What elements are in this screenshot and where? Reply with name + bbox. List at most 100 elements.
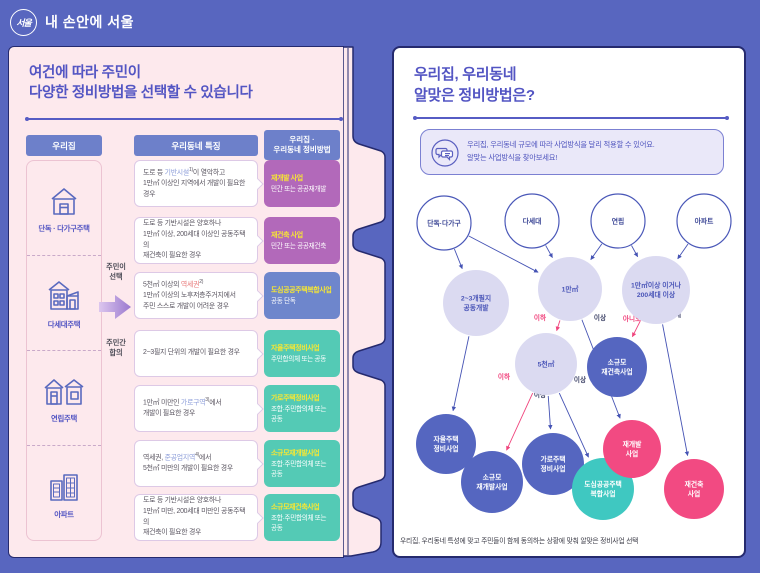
right-title-line1: 우리집, 우리동네	[414, 66, 517, 83]
flow-edge-dandok-to-pilji	[453, 248, 463, 270]
method-subtitle: 주민합의체 또는 공동	[271, 355, 326, 363]
right-title-rule	[413, 116, 729, 120]
select-arrow-icon	[97, 294, 133, 325]
flow-edge-label: 이하	[498, 372, 511, 381]
method-title: 도심공공주택복합사업	[271, 286, 332, 294]
connector-arrow-icon	[251, 511, 264, 524]
flow-edge-chun5-to-dosim	[558, 392, 589, 458]
right-panel: 우리집, 우리동네 알맞은 정비방법은? 우리집, 우리동네 규모에 따라 사업…	[392, 46, 746, 558]
flow-edge-man1plus-to-rebuild	[662, 324, 690, 457]
middle-note-text: 합의	[109, 348, 123, 358]
brand-title: 내 손안에 서울	[45, 14, 135, 30]
method-header-line1: 우리집 ·	[289, 134, 315, 144]
flow-edge-pilji-to-jayul	[451, 336, 470, 412]
tip-text: 우리집, 우리동네 규모에 따라 사업방식을 달리 적용할 수 있어요. 알맞는…	[467, 139, 655, 165]
flow-edge-apart-to-man1plus	[677, 243, 689, 260]
flow-node-label: 단독·다가구	[427, 218, 461, 227]
method-title: 재건축 사업	[271, 231, 303, 239]
middle-note-text: 주민간	[106, 338, 126, 347]
connector-arrow-icon	[251, 289, 264, 302]
seoul-logo-icon: 서울	[10, 8, 37, 36]
home-type-label: 아파트	[54, 509, 74, 519]
connector-arrow-icon	[251, 347, 264, 360]
flow-edge-label: 이상	[594, 313, 606, 322]
connector-arrow-icon	[251, 234, 264, 247]
flow-edge-dasedae-to-man1	[545, 245, 553, 258]
flow-node-dandok: 단독·다가구	[416, 195, 472, 251]
column-header-home: 우리집	[26, 135, 102, 156]
right-panel-title: 우리집, 우리동네 알맞은 정비방법은?	[414, 64, 535, 106]
flow-node-dasedae: 다세대	[504, 193, 560, 249]
flow-caption: 우리집, 우리동네 특성에 맞고 주민들이 함께 동의하는 상황에 맞춰 알맞은…	[400, 538, 639, 545]
middle-note-select: 주민이 선택	[97, 262, 135, 282]
flow-edge-man1-to-chun5	[555, 320, 561, 332]
middle-note-agree: 주민간 합의	[97, 338, 135, 358]
speech-bubble-icon	[430, 138, 460, 173]
flow-edge-dandok-to-man1	[468, 235, 539, 273]
connector-arrow-icon	[251, 177, 264, 190]
home-type-cell: 다세대주택	[27, 255, 101, 350]
left-title-line1: 여건에 따라 주민이	[29, 65, 141, 81]
left-panel: 여건에 따라 주민이 다양한 정비방법을 선택할 수 있습니다 우리집 우리동네…	[8, 46, 344, 558]
right-title-line2: 알맞은 정비방법은?	[414, 87, 535, 104]
flow-node-label: 5천㎡	[538, 359, 555, 368]
multiplex-icon	[43, 277, 85, 315]
flow-edge-yeonrip-to-man1	[590, 243, 603, 260]
single-house-icon	[43, 183, 85, 219]
method-subtitle: 공동 단독	[271, 297, 296, 305]
flow-node-label: 연립	[612, 216, 625, 225]
flow-edge-label: 이상	[574, 375, 586, 384]
feature-box: 2~3필지 단위의 개발이 필요한 경우	[134, 330, 264, 377]
column-header-feature: 우리동네 특징	[134, 135, 258, 156]
flow-node-yeonrip: 연립	[590, 193, 646, 249]
flow-node-label: 1만㎡	[562, 284, 579, 293]
flow-edge-label: 이하	[534, 313, 547, 322]
left-panel-title: 여건에 따라 주민이 다양한 정비방법을 선택할 수 있습니다	[29, 63, 253, 104]
logo-glyph: 서울	[16, 17, 32, 28]
method-header-line2: 우리동네 정비방법	[273, 145, 331, 154]
tip-callout: 우리집, 우리동네 규모에 따라 사업방식을 달리 적용할 수 있어요. 알맞는…	[420, 129, 724, 175]
tip-line2: 알맞는 사업방식을 찾아보세요!	[467, 152, 558, 162]
tip-line1: 우리집, 우리동네 규모에 따라 사업방식을 달리 적용할 수 있어요.	[467, 140, 655, 149]
flow-node-label: 다세대	[523, 216, 542, 225]
method-subtitle: 민간 또는 공공재건축	[271, 242, 326, 250]
home-type-label: 다세대주택	[47, 319, 81, 329]
flow-edge-chun5-to-sogyu-redev	[506, 392, 534, 451]
home-type-label: 연립주택	[51, 413, 77, 423]
feature-text: 2~3필지 단위의 개발이 필요한 경우	[143, 349, 240, 357]
apartment-icon	[43, 467, 85, 505]
